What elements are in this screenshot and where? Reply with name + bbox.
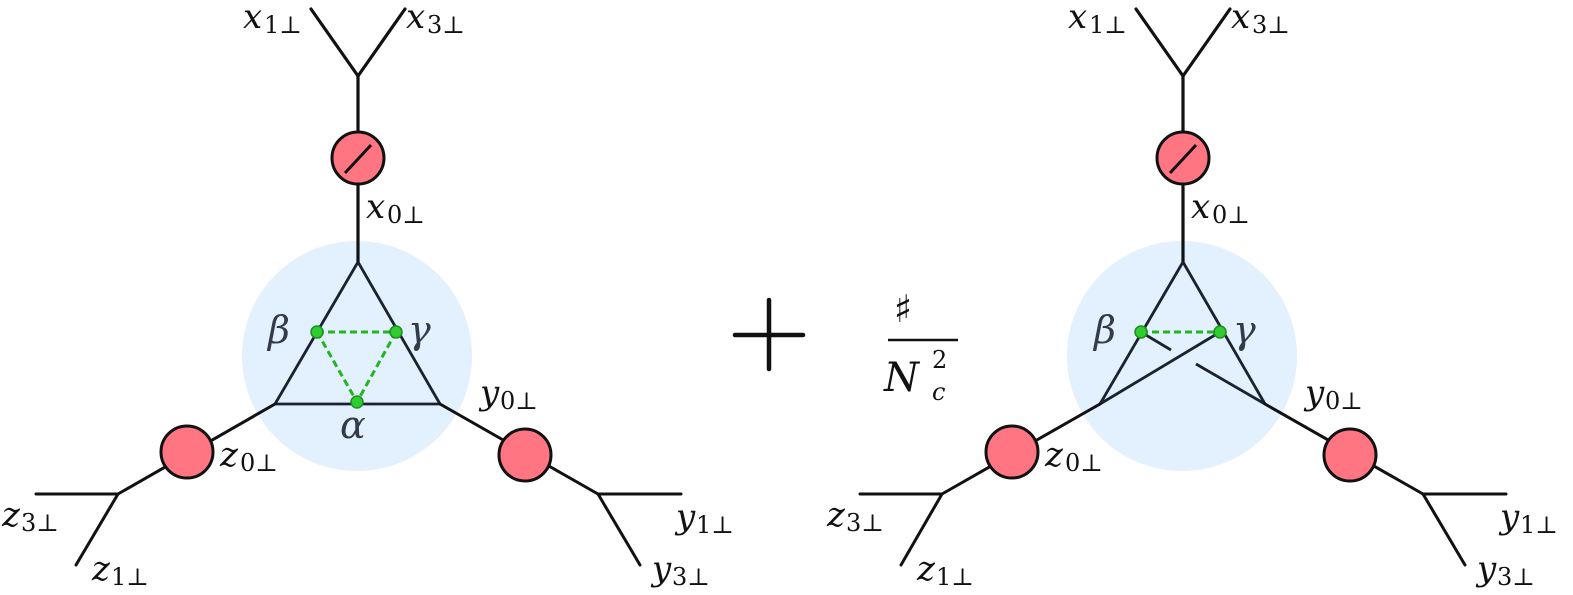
svg-text:y: y: [478, 373, 500, 413]
sharp-symbol: ♯: [894, 287, 912, 331]
gluon-dot-gamma: [1213, 325, 1227, 339]
svg-text:3⊥: 3⊥: [427, 11, 465, 39]
y-branch: [1263, 402, 1508, 567]
slashed-vertex: [1155, 130, 1211, 186]
z-vertex: [159, 424, 215, 480]
color-factor-fraction: ♯ N c 2: [883, 287, 958, 406]
svg-text:0⊥: 0⊥: [1212, 201, 1250, 229]
svg-text:1⊥: 1⊥: [936, 563, 974, 591]
svg-text:0⊥: 0⊥: [1325, 387, 1363, 415]
label-gamma: γ: [1233, 308, 1256, 352]
z-branch: [858, 402, 1102, 567]
svg-text:x: x: [243, 0, 262, 37]
svg-text:z: z: [826, 495, 846, 535]
svg-text:3⊥: 3⊥: [1497, 563, 1535, 591]
svg-text:1⊥: 1⊥: [111, 563, 149, 591]
svg-text:3⊥: 3⊥: [846, 509, 884, 537]
nc-sub: c: [932, 378, 945, 406]
z-branch: [34, 402, 277, 567]
svg-text:3⊥: 3⊥: [1252, 11, 1290, 39]
svg-text:1⊥: 1⊥: [696, 511, 734, 539]
label-gamma: γ: [408, 308, 431, 352]
svg-text:x: x: [1191, 187, 1210, 227]
svg-text:0⊥: 0⊥: [387, 201, 425, 229]
z-vertex: [984, 424, 1040, 480]
svg-text:z: z: [91, 549, 111, 589]
interaction-blob: [242, 241, 472, 471]
gluon-dot-beta: [310, 325, 324, 339]
y-branch: [438, 402, 683, 567]
gluon-exchange: [315, 330, 398, 403]
svg-text:0⊥: 0⊥: [1065, 449, 1103, 477]
svg-text:z: z: [1, 495, 21, 535]
svg-text:0⊥: 0⊥: [240, 449, 278, 477]
svg-text:x: x: [406, 0, 425, 37]
slashed-vertex: [330, 130, 386, 186]
label-alpha: α: [340, 403, 366, 447]
svg-text:0⊥: 0⊥: [500, 387, 538, 415]
svg-text:z: z: [916, 549, 936, 589]
svg-text:y: y: [1498, 497, 1520, 537]
label-beta: β: [1092, 308, 1116, 352]
y-vertex: [497, 427, 553, 483]
svg-text:1⊥: 1⊥: [264, 11, 302, 39]
label-beta: β: [266, 308, 290, 352]
svg-text:1⊥: 1⊥: [1520, 511, 1558, 539]
svg-text:x: x: [366, 187, 385, 227]
y-vertex: [1322, 427, 1378, 483]
gluon-dot-beta: [1134, 325, 1148, 339]
svg-text:y: y: [1475, 549, 1497, 589]
svg-text:y: y: [650, 549, 672, 589]
svg-text:x: x: [1068, 0, 1087, 37]
plus-sign: [732, 297, 806, 372]
svg-text:1⊥: 1⊥: [1089, 11, 1127, 39]
svg-text:z: z: [219, 435, 239, 475]
svg-text:x: x: [1231, 0, 1250, 37]
svg-text:3⊥: 3⊥: [21, 509, 59, 537]
gluon-dot-gamma: [389, 325, 403, 339]
nc-sup: 2: [932, 346, 947, 374]
gluon-dot-alpha: [350, 395, 364, 409]
svg-text:z: z: [1044, 435, 1064, 475]
svg-text:3⊥: 3⊥: [672, 563, 710, 591]
svg-text:y: y: [674, 497, 696, 537]
nc-base: N: [883, 355, 921, 401]
svg-text:y: y: [1303, 373, 1325, 413]
